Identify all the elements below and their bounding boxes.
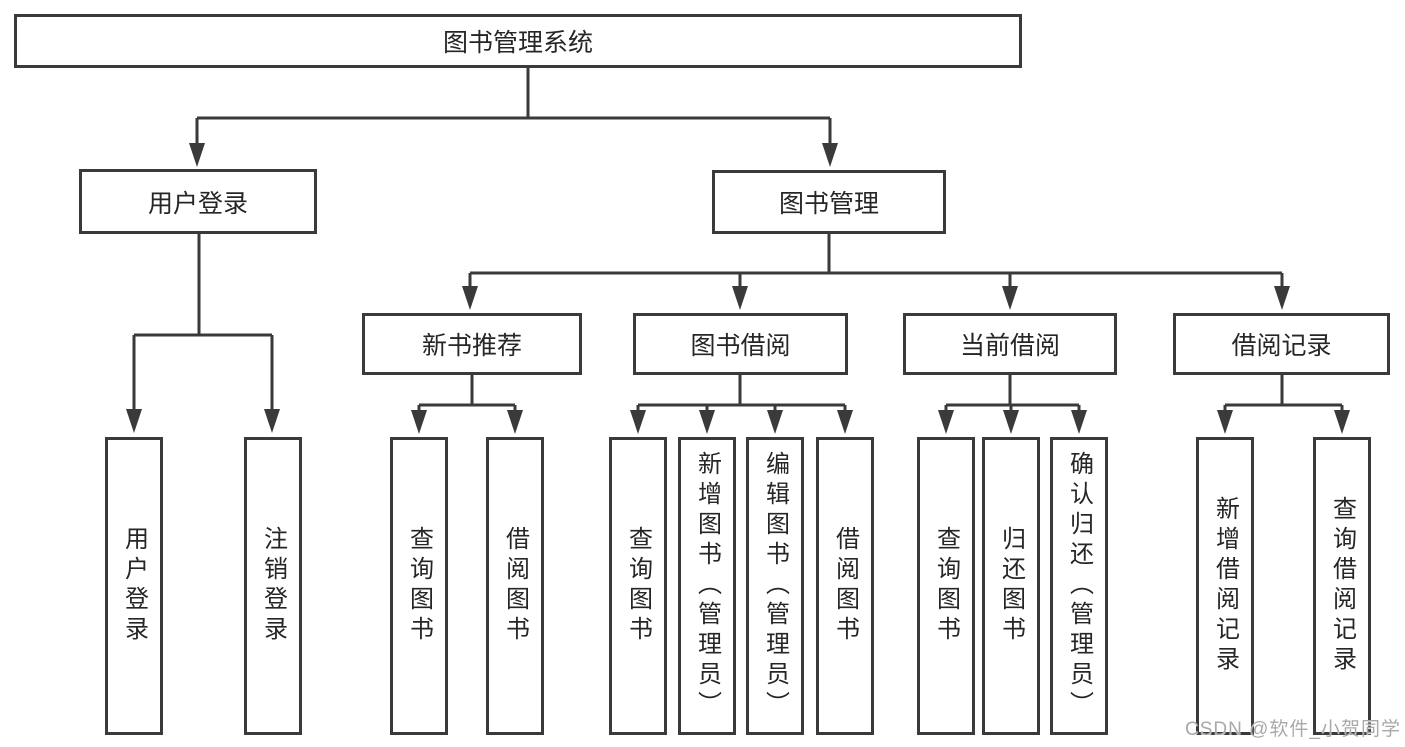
arrowhead: [837, 410, 853, 434]
leaf-user-login: 用户登录: [105, 437, 163, 735]
leaf-add-borrow-record: 新增借阅记录: [1196, 437, 1254, 735]
arrowhead: [1217, 410, 1233, 434]
arrowhead: [630, 410, 646, 434]
arrowhead: [264, 409, 280, 433]
arrowhead: [1002, 286, 1018, 310]
arrowhead: [462, 286, 478, 310]
node-new-book-recommend: 新书推荐: [362, 313, 582, 375]
arrowhead: [126, 409, 142, 433]
arrowhead: [938, 410, 954, 434]
arrowhead: [822, 143, 838, 167]
connector-current-borrow: [944, 375, 1081, 412]
connector-book-borrow: [636, 375, 847, 412]
leaf-add-book-admin: 新增图书（管理员）: [678, 437, 736, 735]
arrowhead: [507, 410, 523, 434]
leaf-query-borrow-record: 查询借阅记录: [1313, 437, 1371, 735]
leaf-query-books: 查询图书: [609, 437, 667, 735]
connector-user-login: [132, 234, 274, 412]
arrowhead: [699, 410, 715, 434]
connector-root-to-level2: [195, 68, 832, 146]
node-borrow-records: 借阅记录: [1173, 313, 1390, 375]
leaf-confirm-return-admin: 确认归还（管理员）: [1050, 437, 1108, 735]
leaf-query-books: 查询图书: [390, 437, 448, 735]
connector-book-mgmt: [468, 234, 1284, 296]
leaf-edit-book-admin: 编辑图书（管理员）: [746, 437, 804, 735]
arrowhead: [1071, 410, 1087, 434]
leaf-return-books: 归还图书: [982, 437, 1040, 735]
arrowhead: [189, 143, 205, 167]
leaf-borrow-books: 借阅图书: [486, 437, 544, 735]
arrowhead: [767, 410, 783, 434]
connector-new-books: [417, 375, 517, 412]
leaf-borrow-books: 借阅图书: [816, 437, 874, 735]
arrowhead: [1274, 286, 1290, 310]
arrowhead: [411, 410, 427, 434]
connector-borrow-records: [1223, 375, 1344, 412]
leaf-logout: 注销登录: [244, 437, 302, 735]
node-book-borrow: 图书借阅: [633, 313, 848, 375]
node-book-management: 图书管理: [712, 170, 946, 234]
arrowhead: [732, 286, 748, 310]
arrowhead: [1003, 410, 1019, 434]
arrowheads: [126, 143, 1350, 434]
node-current-borrow: 当前借阅: [903, 313, 1117, 375]
csdn-watermark: CSDN @软件_小贺同学: [1185, 719, 1401, 740]
leaf-query-books: 查询图书: [917, 437, 975, 735]
node-root: 图书管理系统: [14, 14, 1022, 68]
arrowhead: [1334, 410, 1350, 434]
node-user-login: 用户登录: [79, 169, 317, 234]
